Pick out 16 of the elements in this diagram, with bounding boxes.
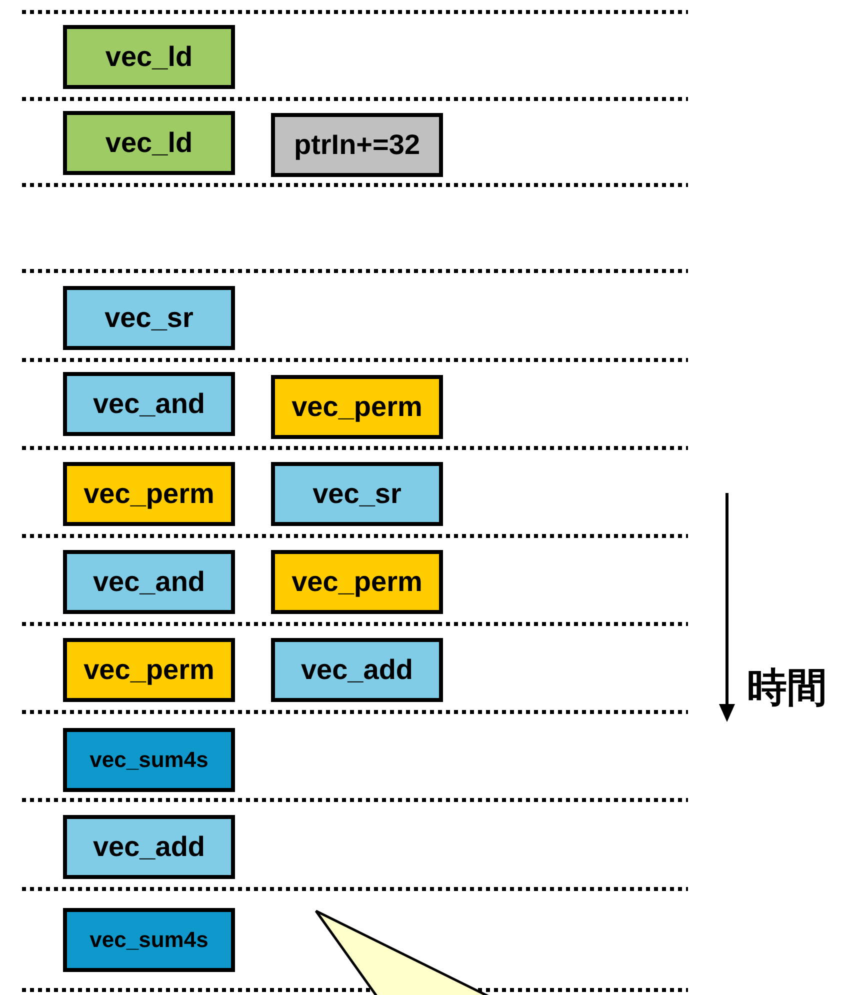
axis-label: 時間 (747, 664, 827, 713)
instruction-box: vec_ld (63, 25, 235, 89)
instruction-box: vec_sum4s (63, 728, 235, 792)
instruction-box: vec_add (63, 815, 235, 879)
instruction-box: vec_ld (63, 111, 235, 175)
instruction-box: vec_sum4s (63, 908, 235, 972)
instruction-box: vec_perm (63, 638, 235, 702)
instruction-box: vec_sr (271, 462, 443, 526)
instruction-box: ptrIn+=32 (271, 113, 443, 177)
instruction-box: vec_and (63, 550, 235, 614)
instruction-box: vec_sr (63, 286, 235, 350)
instruction-box: vec_perm (271, 550, 443, 614)
instruction-box: vec_and (63, 372, 235, 436)
instruction-box: vec_perm (63, 462, 235, 526)
instruction-box: vec_add (271, 638, 443, 702)
instruction-box: vec_perm (271, 375, 443, 439)
